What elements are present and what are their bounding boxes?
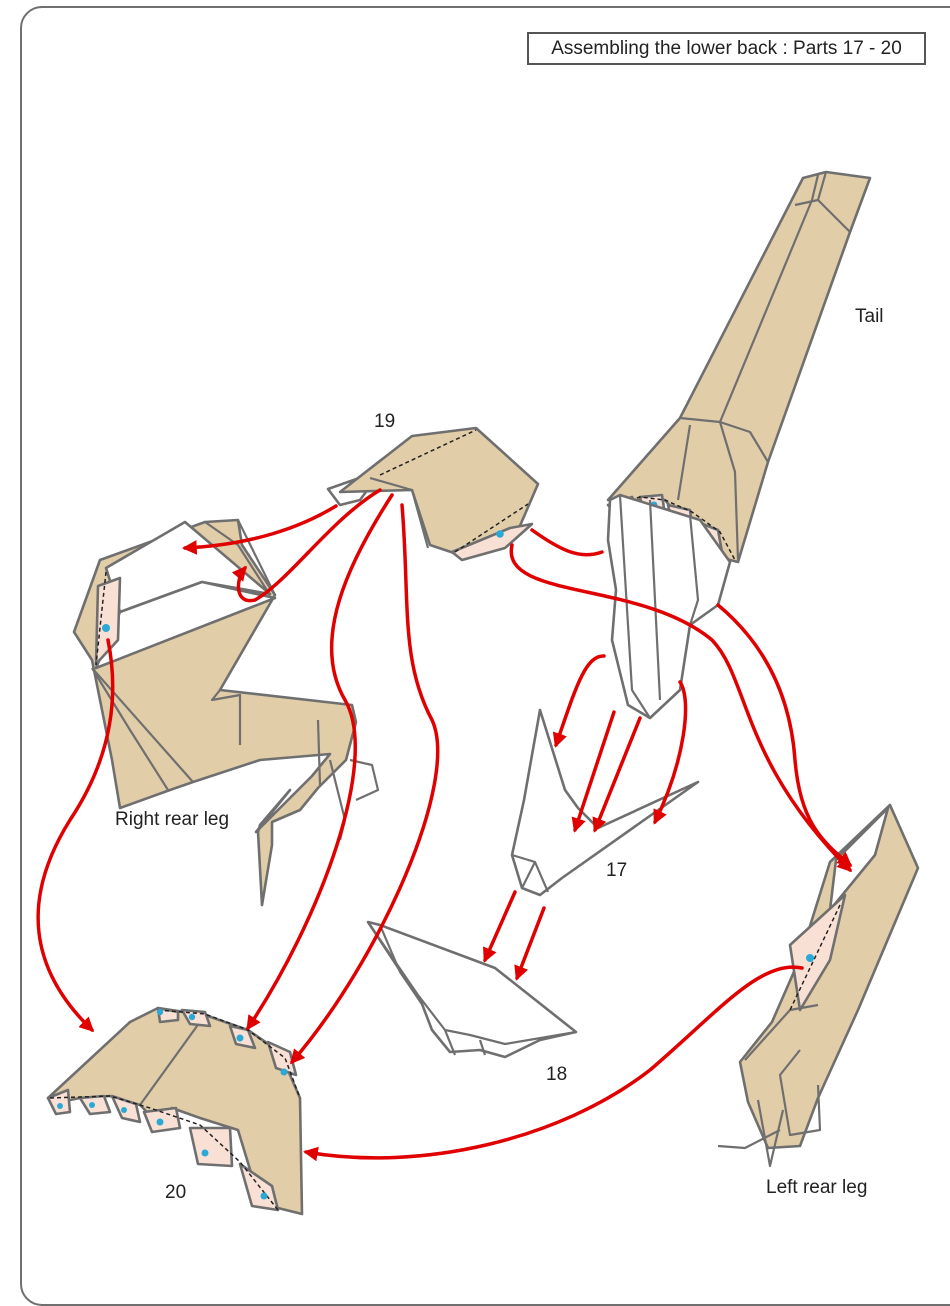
label-part-20: 20 xyxy=(165,1182,186,1203)
arrow-19-to-tail xyxy=(532,530,602,555)
label-part-17: 17 xyxy=(606,860,627,881)
label-tail: Tail xyxy=(855,306,884,327)
arrow-17-1 xyxy=(556,656,604,745)
arrow-tail-to-left-leg xyxy=(718,605,850,865)
arrow-17-2 xyxy=(575,712,614,830)
arrow-18-2 xyxy=(517,908,544,978)
arrow-18-1 xyxy=(485,892,515,960)
part-18-piece xyxy=(368,922,576,1057)
label-right-rear-leg: Right rear leg xyxy=(115,809,229,830)
part-19-piece xyxy=(328,428,538,560)
label-part-18: 18 xyxy=(546,1064,567,1085)
right-rear-leg xyxy=(74,520,378,905)
label-left-rear-leg: Left rear leg xyxy=(766,1177,867,1198)
arrow-left-leg-to-20 xyxy=(306,967,802,1158)
label-part-19: 19 xyxy=(374,411,395,432)
